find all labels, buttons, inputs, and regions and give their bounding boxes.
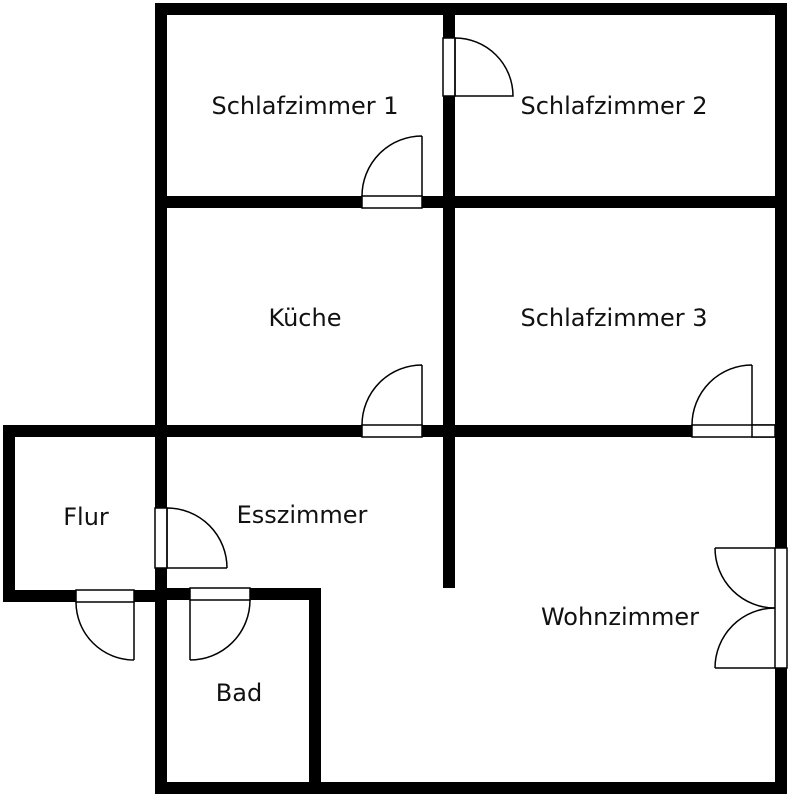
wall-top	[155, 3, 787, 15]
outer-walls	[155, 3, 787, 794]
room-label-wohnzimmer: Wohnzimmer	[541, 603, 699, 631]
room-label-schlafzimmer-1: Schlafzimmer 1	[211, 92, 398, 120]
door-wohnzimmer-double	[714, 547, 788, 669]
wall-bottom	[155, 782, 787, 794]
interior-walls	[3, 3, 787, 794]
room-label-schlafzimmer-3: Schlafzimmer 3	[520, 304, 707, 332]
room-label-schlafzimmer-2: Schlafzimmer 2	[520, 92, 707, 120]
room-label-kueche: Küche	[269, 304, 342, 332]
wall-right	[775, 3, 787, 794]
wall-horizontal-upper	[155, 196, 787, 208]
room-label-bad: Bad	[216, 679, 262, 707]
wall-left-upper	[155, 3, 167, 603]
door-schlafzimmer-1	[361, 135, 423, 209]
wall-flur-left	[3, 425, 15, 602]
door-esszimmer	[154, 507, 228, 569]
wall-middle-divider	[443, 196, 455, 588]
room-label-esszimmer: Esszimmer	[237, 501, 368, 529]
room-label-flur: Flur	[63, 503, 109, 531]
door-kueche	[361, 364, 423, 438]
wall-top-row-divider	[443, 3, 455, 208]
door-schlafzimmer-3	[691, 364, 776, 438]
door-flur-exit	[75, 589, 135, 661]
door-schlafzimmer-2	[442, 37, 514, 97]
door-bad	[189, 587, 251, 661]
wall-bad-right	[309, 588, 321, 794]
wall-left-bad	[155, 590, 167, 794]
